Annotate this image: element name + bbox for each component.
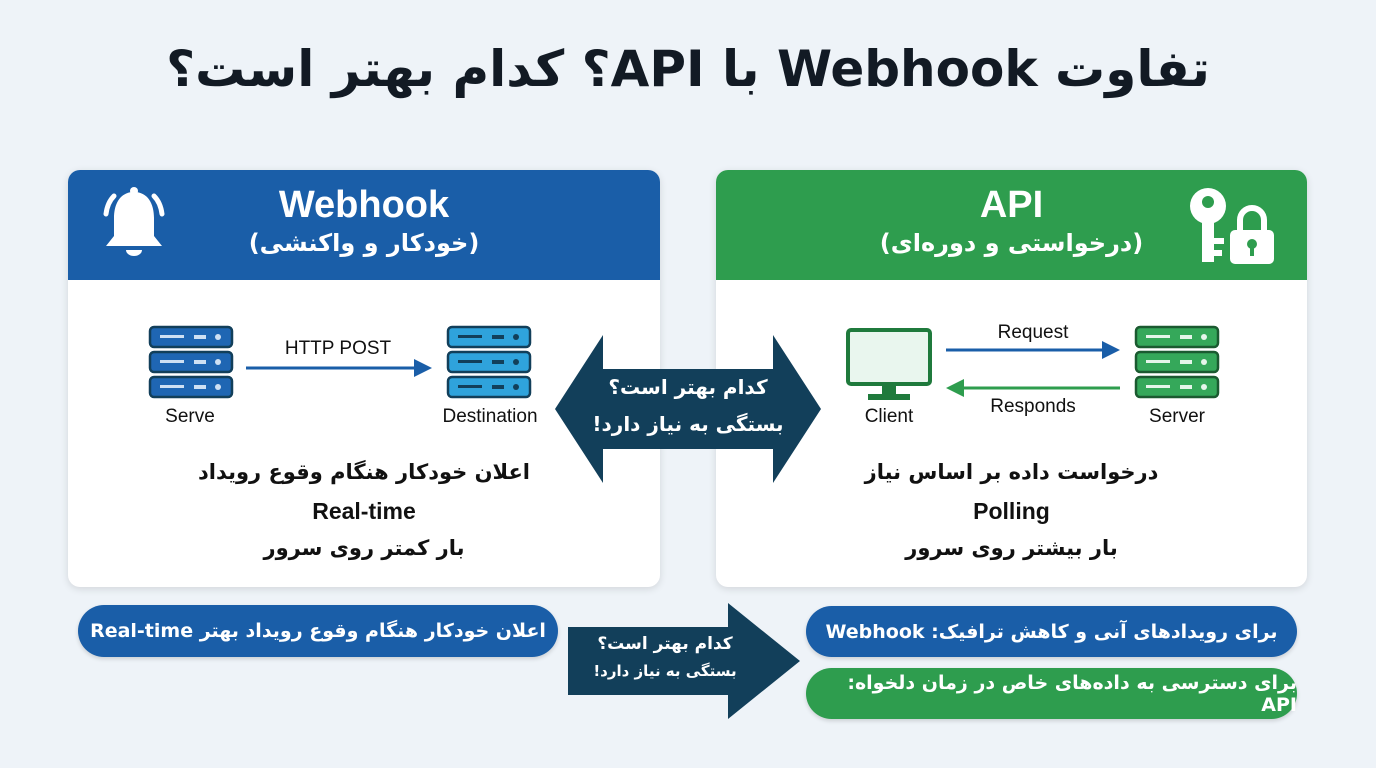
- webhook-title: Webhook: [278, 184, 450, 226]
- api-title: API: [979, 184, 1044, 226]
- webhook-summary-pill: برای رویدادهای آنی و کاهش ترافیک: Webhoo…: [806, 606, 1297, 657]
- webhook-desc-1: اعلان خودکار هنگام وقوع رویداد: [198, 460, 530, 484]
- webhook-card: Webhook (خودکار و واکنشی) Serve HTTP POS…: [68, 170, 660, 587]
- left-summary-pill: اعلان خودکار هنگام وقوع رویداد بهتر Real…: [78, 605, 558, 657]
- api-card: API (درخواستی و دوره‌ای) Client Request …: [716, 170, 1307, 587]
- api-header: API (درخواستی و دوره‌ای): [716, 170, 1307, 280]
- destination-label: Destination: [442, 406, 538, 427]
- api-desc-2: Polling: [973, 498, 1050, 524]
- http-post-label: HTTP POST: [284, 338, 392, 359]
- double-arrow-shape: [555, 335, 821, 483]
- webhook-desc-3: بار کمتر روی سرور: [263, 536, 465, 560]
- right-arrow-icon: [246, 359, 432, 377]
- page-title: تفاوت Webhook با API؟ کدام بهتر است؟: [166, 40, 1210, 98]
- destination-server-icon: [446, 325, 532, 399]
- client-label: Client: [864, 406, 914, 427]
- source-label: Serve: [165, 406, 215, 427]
- responds-arrow-icon: [946, 379, 1120, 397]
- server-icon: [1134, 325, 1220, 399]
- api-desc-1: درخواست داده بر اساس نیاز: [864, 460, 1159, 484]
- key-icon: [1190, 188, 1226, 262]
- client-monitor-icon: [846, 328, 932, 400]
- bottom-arrow-line1: کدام بهتر است؟: [597, 634, 733, 654]
- center-arrow-line2: بستگی به نیاز دارد!: [592, 412, 784, 436]
- api-desc-3: بار بیشتر روی سرور: [905, 536, 1118, 560]
- request-arrow-icon: [946, 341, 1120, 359]
- center-arrow-line1: کدام بهتر است؟: [608, 375, 768, 399]
- webhook-desc-2: Real-time: [312, 498, 416, 524]
- webhook-subtitle: (خودکار و واکنشی): [248, 229, 480, 257]
- right-arrow-shape: [568, 603, 800, 719]
- api-subtitle: (درخواستی و دوره‌ای): [879, 229, 1144, 257]
- source-server-icon: [148, 325, 234, 399]
- request-label: Request: [997, 322, 1069, 343]
- lock-icon: [1230, 205, 1274, 264]
- responds-label: Responds: [990, 396, 1076, 417]
- api-summary-pill: برای دسترسی به داده‌های خاص در زمان دلخو…: [806, 668, 1297, 719]
- bell-icon: [103, 187, 165, 256]
- bottom-arrow-line2: بستگی به نیاز دارد!: [593, 662, 737, 680]
- server-label: Server: [1149, 406, 1205, 427]
- webhook-header: Webhook (خودکار و واکنشی): [68, 170, 660, 280]
